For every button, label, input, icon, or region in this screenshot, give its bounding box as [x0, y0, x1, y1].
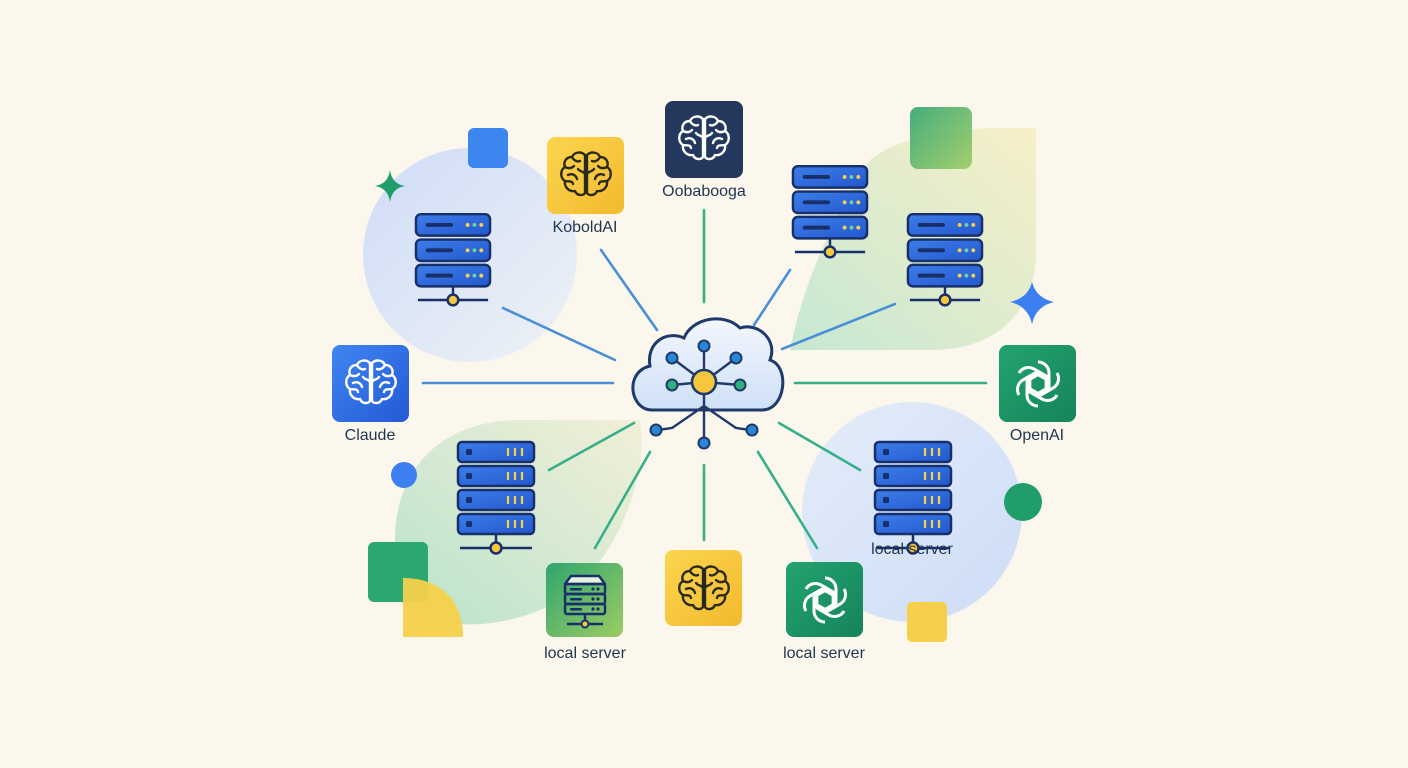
claude-tile[interactable] — [332, 345, 409, 422]
connector-local-server-3 — [777, 421, 862, 472]
koboldai-tile[interactable] — [547, 137, 624, 214]
connector-server-top — [752, 268, 792, 327]
local-server-2-tile[interactable] — [786, 562, 863, 637]
decor-square-green — [910, 107, 972, 169]
sparkle-blue-icon — [1010, 282, 1054, 324]
connector-server-bottomleft — [547, 421, 636, 472]
decor-square-blue — [468, 128, 508, 168]
label-koboldai: KoboldAI — [552, 219, 618, 236]
decor-dot-green — [1004, 483, 1042, 521]
openai-tile[interactable] — [999, 345, 1076, 422]
cloud-network-icon — [631, 317, 785, 450]
label-local-server-3: local server — [871, 541, 953, 558]
local-server-1-tile[interactable] — [546, 563, 623, 637]
oobabooga-tile[interactable] — [665, 101, 743, 178]
connector-server-topright — [780, 302, 897, 351]
label-local-server-2: local server — [783, 645, 865, 662]
connector-server-topleft — [501, 306, 617, 362]
decor-quarter-yellow — [403, 578, 463, 637]
connector-koboldai — [599, 248, 659, 332]
label-claude: Claude — [344, 427, 396, 444]
decor-dot-blue — [391, 462, 417, 488]
sparkle-green-icon — [375, 170, 405, 202]
label-local-server-1: local server — [544, 645, 626, 662]
connector-local-server-2 — [756, 450, 819, 550]
brain-bottom-tile[interactable] — [665, 550, 742, 626]
connectors — [421, 208, 988, 550]
connector-local-server-1 — [593, 450, 652, 550]
decor-square-yellow — [907, 602, 947, 642]
label-openai: OpenAI — [1009, 427, 1065, 444]
label-oobabooga: Oobabooga — [662, 183, 746, 200]
